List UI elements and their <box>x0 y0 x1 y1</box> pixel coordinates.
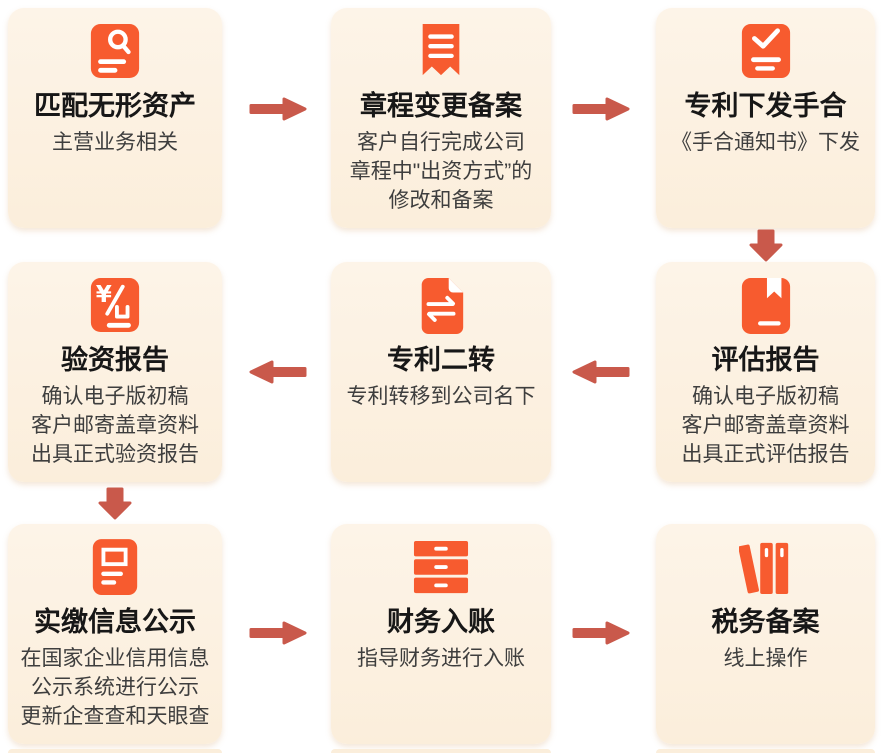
step-title: 专利下发手合 <box>684 91 847 121</box>
step-card-appraisal-report: 评估报告 确认电子版初稿 客户邮寄盖章资料 出具正式评估报告 <box>656 262 875 482</box>
step-desc-line: 客户邮寄盖章资料 <box>681 414 850 437</box>
step-card-patent-issue: 专利下发手合 《手合通知书》下发 <box>656 8 875 228</box>
step-desc: 主营业务相关 <box>8 128 222 157</box>
step-desc: 专利转移到公司名下 <box>331 382 551 411</box>
step-desc-line: 确认电子版初稿 <box>692 385 839 408</box>
step-card-paidin-publicity: 实缴信息公示 在国家企业信用信息 公示系统进行公示 更新企查查和天眼查 <box>8 524 222 744</box>
cutoff-card-strip <box>8 749 222 753</box>
step-desc-line: 《手合通知书》下发 <box>671 131 860 154</box>
step-desc-line: 公示系统进行公示 <box>31 676 199 699</box>
arrow-right-icon <box>571 96 631 122</box>
step-desc: 在国家企业信用信息 公示系统进行公示 更新企查查和天眼查 <box>8 644 222 731</box>
arrow-left-icon <box>248 359 308 385</box>
step-title: 财务入账 <box>387 607 495 637</box>
step-card-tax-filing: 税务备案 线上操作 <box>656 524 875 744</box>
step-title: 专利二转 <box>387 345 495 375</box>
step-desc: 线上操作 <box>656 644 875 673</box>
step-desc-line: 主营业务相关 <box>52 131 178 154</box>
step-title: 评估报告 <box>711 345 820 375</box>
step-title: 验资报告 <box>61 345 169 375</box>
doc-search-icon <box>8 22 222 82</box>
step-desc: 确认电子版初稿 客户邮寄盖章资料 出具正式验资报告 <box>8 382 222 469</box>
step-desc-line: 在国家企业信用信息 <box>20 647 210 670</box>
step-title: 章程变更备案 <box>360 91 522 121</box>
arrow-down-icon <box>97 487 133 521</box>
book-bookmark-icon <box>656 276 875 336</box>
step-desc: 《手合通知书》下发 <box>656 128 875 157</box>
step-card-match-assets: 匹配无形资产 主营业务相关 <box>8 8 222 228</box>
step-title: 税务备案 <box>711 607 820 637</box>
drawers-icon <box>331 538 551 598</box>
step-desc-line: 客户邮寄盖章资料 <box>31 414 199 437</box>
step-desc-line: 出具正式验资报告 <box>31 443 199 466</box>
yuan-verify-icon: ¥ <box>8 276 222 336</box>
step-card-patent-transfer: 专利二转 专利转移到公司名下 <box>331 262 551 482</box>
svg-text:¥: ¥ <box>96 282 112 308</box>
step-desc-line: 修改和备案 <box>388 189 494 212</box>
step-desc-line: 出具正式评估报告 <box>681 443 850 466</box>
step-desc-line: 确认电子版初稿 <box>41 385 189 408</box>
step-card-charter-change: 章程变更备案 客户自行完成公司 章程中"出资方式”的 修改和备案 <box>331 8 551 228</box>
arrow-down-icon <box>748 229 784 263</box>
check-doc-icon <box>656 22 875 82</box>
step-card-capital-report: ¥ 验资报告 确认电子版初稿 客户邮寄盖章资料 出具正式验资报告 <box>8 262 222 482</box>
step-desc-line: 客户自行完成公司 <box>357 131 525 154</box>
step-desc: 确认电子版初稿 客户邮寄盖章资料 出具正式评估报告 <box>656 382 875 469</box>
step-title: 匹配无形资产 <box>34 91 196 121</box>
arrow-right-icon <box>248 96 308 122</box>
arrow-left-icon <box>571 359 631 385</box>
arrow-right-icon <box>248 620 308 646</box>
step-desc: 指导财务进行入账 <box>331 644 551 673</box>
step-desc-line: 线上操作 <box>723 647 808 670</box>
ribbon-receipt-icon <box>331 22 551 82</box>
step-desc-line: 更新企查查和天眼查 <box>20 705 210 728</box>
step-desc-line: 指导财务进行入账 <box>357 647 525 670</box>
books-icon <box>656 538 875 598</box>
step-card-finance-booking: 财务入账 指导财务进行入账 <box>331 524 551 744</box>
step-desc-line: 专利转移到公司名下 <box>346 385 536 408</box>
arrow-right-icon <box>571 620 631 646</box>
step-desc-line: 章程中"出资方式”的 <box>349 160 533 183</box>
doc-transfer-icon <box>331 276 551 336</box>
step-desc: 客户自行完成公司 章程中"出资方式”的 修改和备案 <box>331 128 551 215</box>
announce-doc-icon <box>8 538 222 598</box>
cutoff-card-strip <box>331 749 551 753</box>
cutoff-card-strip <box>656 749 875 753</box>
step-title: 实缴信息公示 <box>34 607 196 637</box>
